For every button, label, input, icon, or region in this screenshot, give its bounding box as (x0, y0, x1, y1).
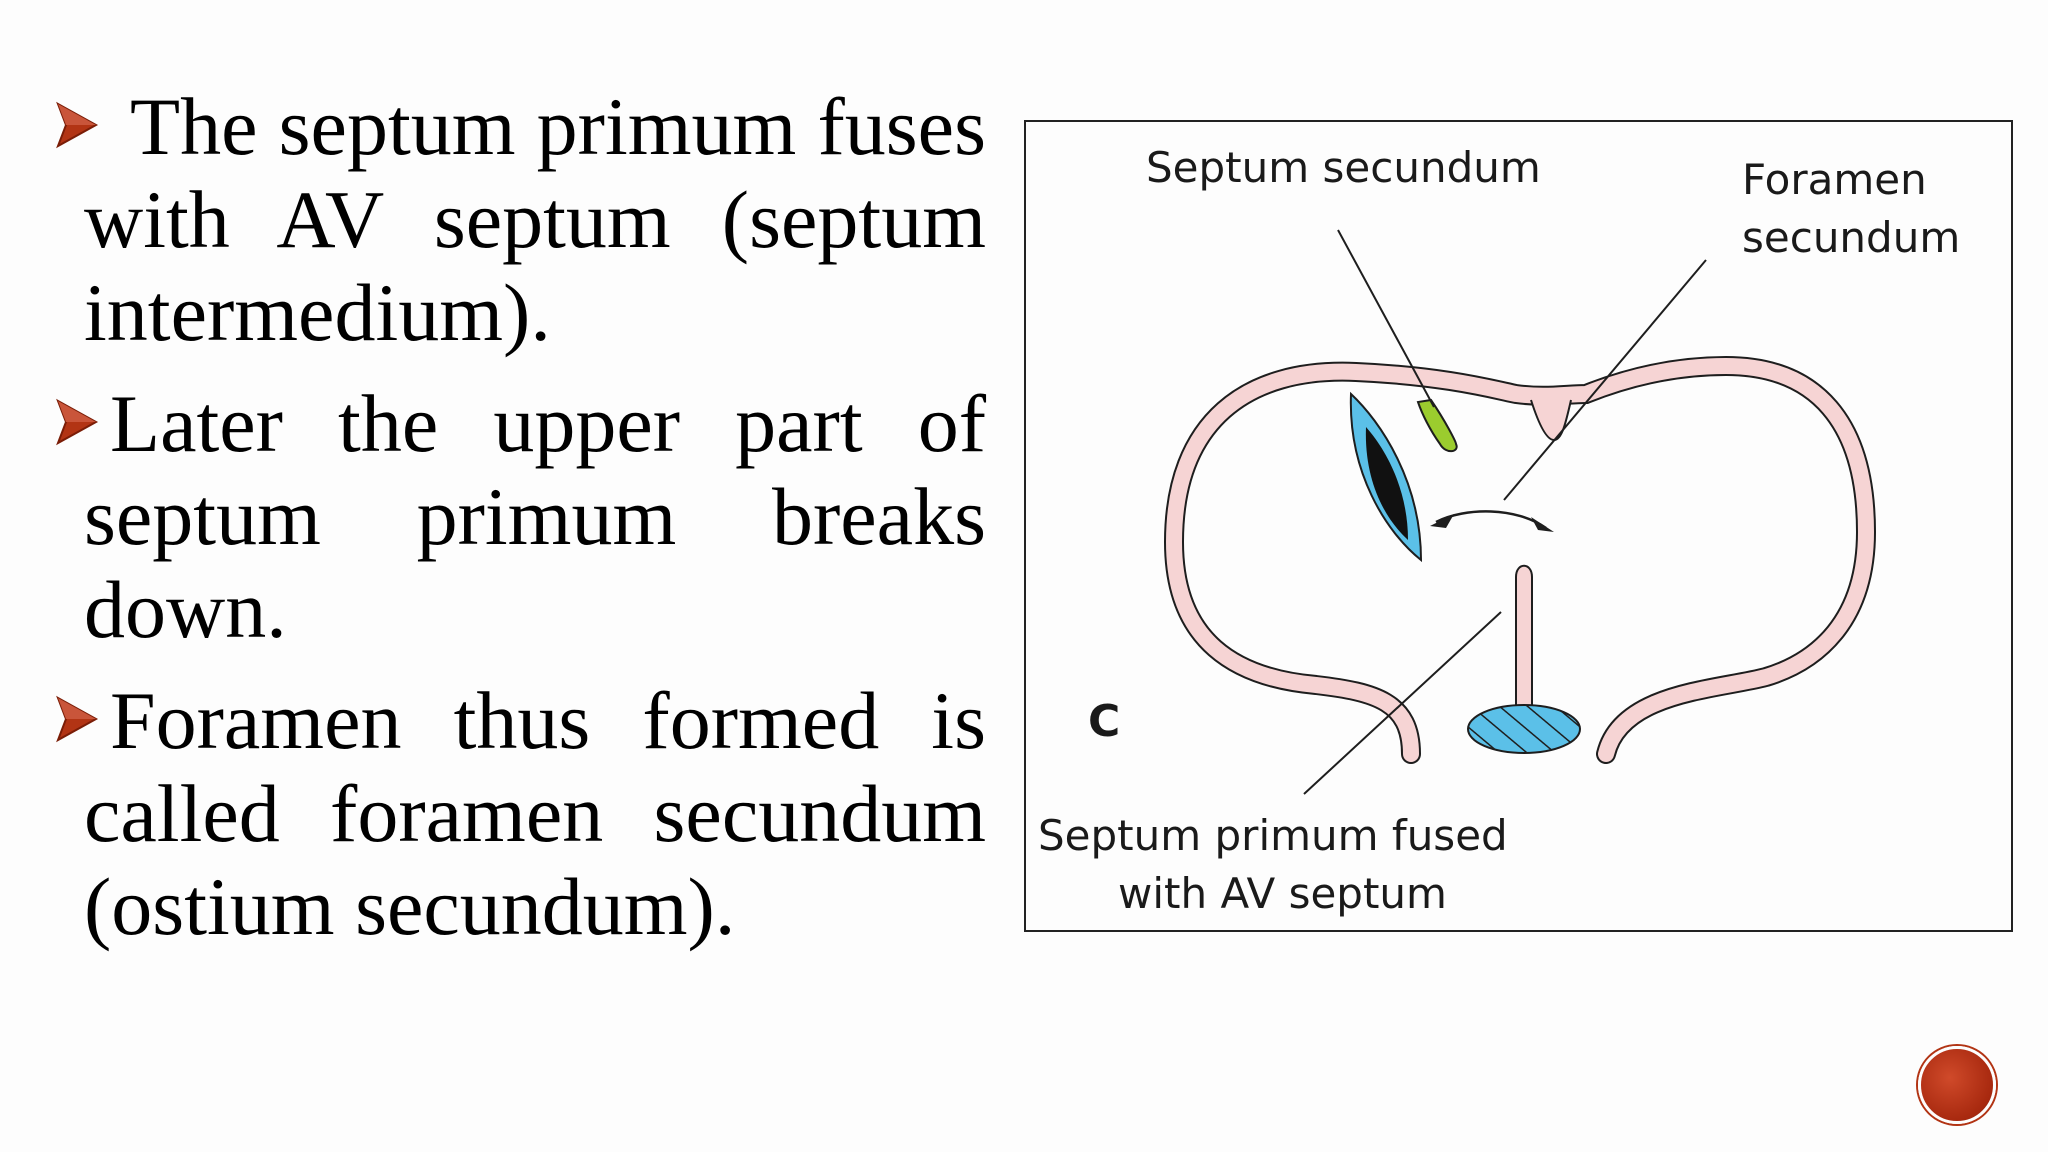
arrowhead-bullet-icon (56, 398, 99, 446)
arrowhead-bullet-icon (56, 695, 99, 743)
diagram-canvas: Septum secundum Foramen secundum C Septu… (1038, 143, 1960, 918)
next-slide-button[interactable] (1918, 1046, 1996, 1124)
arrowhead-bullet-icon (56, 101, 99, 149)
leader-av-septum (1303, 611, 1502, 795)
bullet-text: Foramen thus formed is called foramen se… (84, 675, 986, 952)
leader-septum-secundum (1337, 229, 1435, 408)
septum-primum-stalk (1515, 564, 1533, 723)
label-septum-primum-fused: Septum primum fused (1038, 811, 1508, 860)
leader-foramen-secundum (1503, 259, 1707, 501)
septum-secundum-shape (1416, 398, 1458, 453)
bullet-text: The septum primum fuses with AV septum (… (84, 81, 986, 358)
septum-primum-remnant (1530, 399, 1572, 442)
double-arrow-icon (1435, 510, 1547, 530)
av-septum (1467, 704, 1581, 754)
label-with-av-septum: with AV septum (1118, 869, 1447, 918)
heart-septum-diagram: Septum secundum Foramen secundum C Septu… (1024, 120, 2013, 932)
label-septum-secundum: Septum secundum (1146, 143, 1541, 192)
bullet-text: Later the upper part of septum primum br… (84, 378, 986, 655)
bullet-item: The septum primum fuses with AV septum (… (56, 80, 986, 359)
bullet-item: Foramen thus formed is called foramen se… (56, 674, 986, 953)
bullet-item: Later the upper part of septum primum br… (56, 377, 986, 656)
label-panel-c: C (1088, 696, 1120, 747)
label-secundum: secundum (1742, 213, 1960, 262)
label-foramen: Foramen (1742, 155, 1927, 204)
bullet-list: The septum primum fuses with AV septum (… (56, 80, 986, 971)
